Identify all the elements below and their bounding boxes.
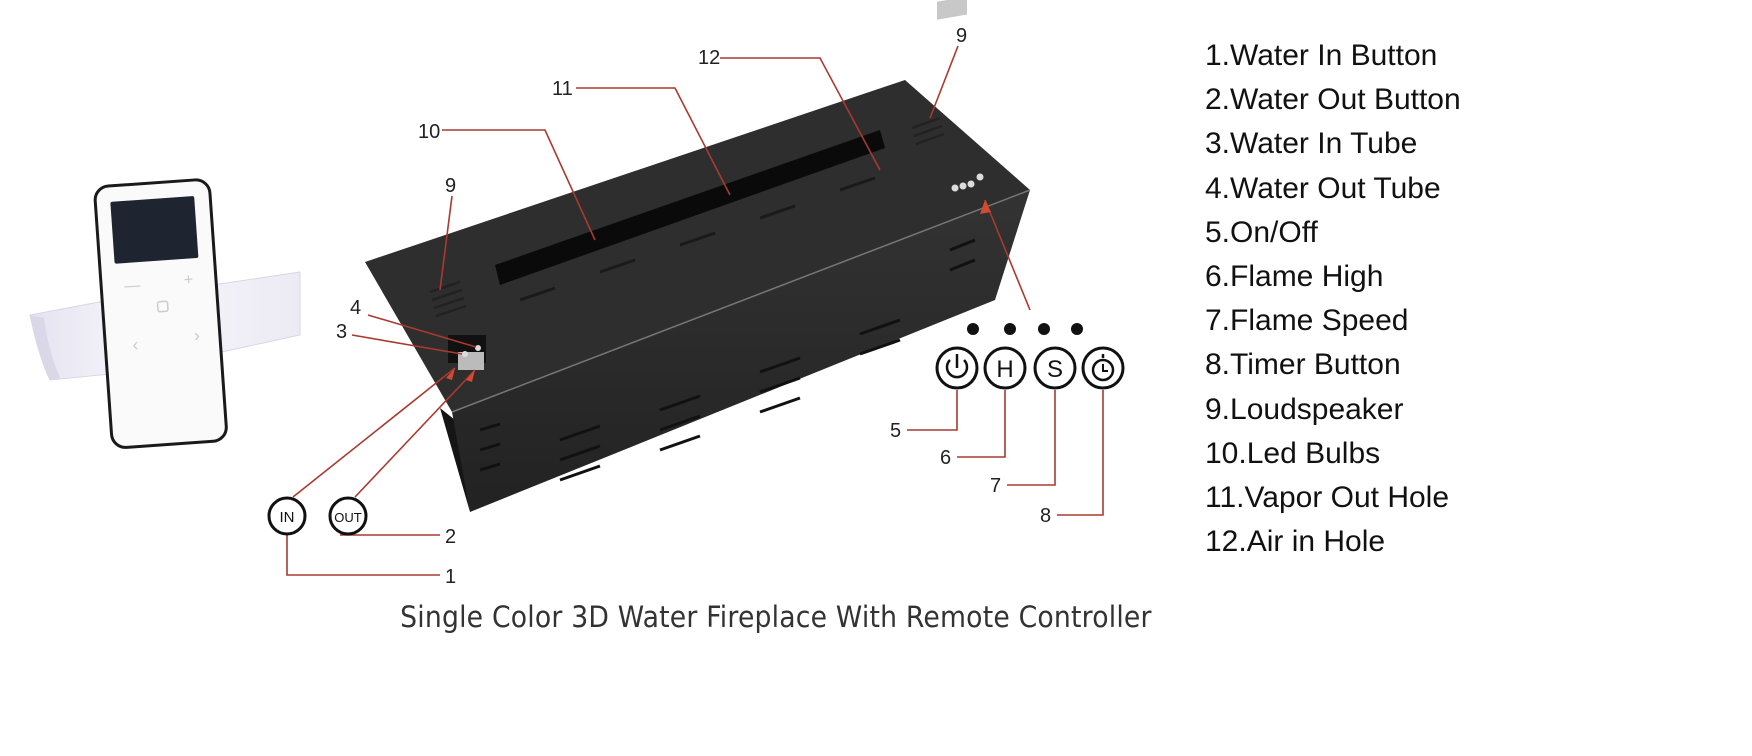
left-arrow-icon: ‹	[132, 334, 139, 354]
front-panel	[452, 190, 1030, 512]
legend-item: 7.Flame Speed	[1205, 304, 1409, 338]
parts-legend: 1.Water In Button 2.Water Out Button 3.W…	[1205, 34, 1461, 564]
fireplace-unit	[365, 0, 1031, 512]
legend-item: 3.Water In Tube	[1205, 127, 1418, 161]
callout-3: 3	[336, 321, 347, 343]
legend-item: 12.Air in Hole	[1205, 525, 1386, 559]
callout-1: 1	[445, 566, 456, 588]
callout-9-left: 9	[445, 175, 456, 197]
vapor-slot	[495, 130, 885, 285]
remote-controller: — + ‹ ›	[29, 178, 301, 449]
timer-button	[1081, 346, 1125, 390]
callout-12: 12	[698, 47, 720, 69]
svg-text:S: S	[1047, 356, 1063, 383]
callout-4: 4	[350, 297, 361, 319]
legend-item: 10.Led Bulbs	[1205, 436, 1381, 470]
callout-11: 11	[552, 78, 573, 100]
callout-10: 10	[418, 121, 440, 143]
callout-8: 8	[1040, 505, 1051, 527]
leader-lines	[286, 45, 1104, 576]
callout-5: 5	[890, 420, 901, 442]
ok-icon	[156, 300, 169, 313]
remote-screen	[110, 196, 199, 264]
svg-text:OUT: OUT	[334, 510, 362, 525]
svg-text:H: H	[996, 356, 1013, 383]
minus-icon: —	[124, 277, 141, 295]
top-panel	[365, 80, 1030, 412]
water-out-button: OUT	[328, 496, 368, 536]
legend-item: 1.Water In Button	[1205, 39, 1438, 72]
diagram-caption: Single Color 3D Water Fireplace With Rem…	[400, 600, 1152, 634]
flame-speed-button: S	[1033, 346, 1077, 390]
svg-text:IN: IN	[280, 509, 295, 526]
callout-7: 7	[990, 475, 1001, 497]
on-off-button	[935, 346, 979, 390]
legend-item: 5.On/Off	[1205, 215, 1318, 249]
right-arrow-icon: ›	[193, 325, 200, 345]
legend-item: 9.Loudspeaker	[1205, 392, 1404, 426]
flame-high-button: H	[983, 346, 1027, 390]
callout-2: 2	[445, 526, 456, 548]
callout-9-right: 9	[956, 25, 967, 47]
legend-item: 8.Timer Button	[1205, 348, 1401, 382]
legend-item: 4.Water Out Tube	[1205, 171, 1441, 205]
side-vents	[479, 238, 976, 482]
indicator-dots	[967, 323, 1083, 335]
plus-icon: +	[183, 271, 194, 289]
water-in-button: IN	[267, 496, 307, 536]
callout-6: 6	[940, 447, 951, 469]
control-panel-display	[937, 0, 967, 20]
timer-icon	[1091, 354, 1115, 382]
power-icon	[945, 354, 969, 379]
legend-item: 2.Water Out Button	[1205, 83, 1461, 117]
legend-item: 6.Flame High	[1205, 260, 1384, 294]
loudspeaker-grille	[429, 116, 945, 318]
water-tubes	[458, 352, 484, 370]
legend-item: 11.Vapor Out Hole	[1205, 481, 1450, 515]
control-panel-buttons	[951, 173, 984, 192]
